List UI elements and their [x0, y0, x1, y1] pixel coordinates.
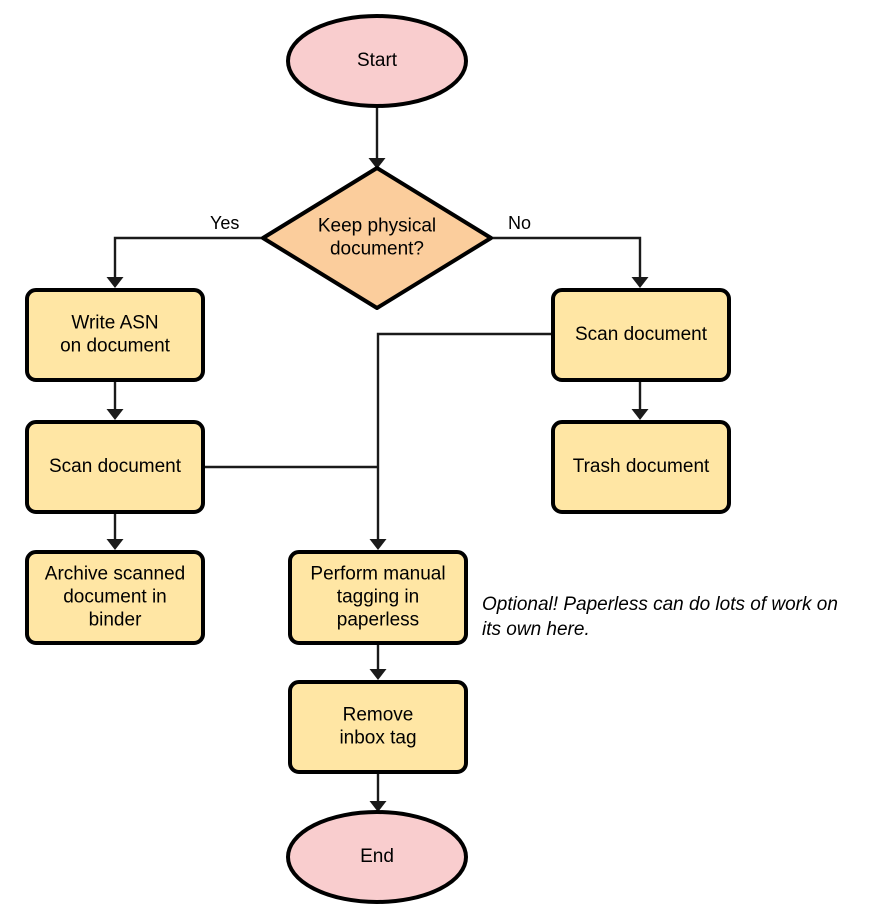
- edge-label-yes-label: Yes: [210, 213, 239, 233]
- node-label-scan-left: Scan document: [49, 456, 182, 477]
- decision-shape: [261, 166, 493, 310]
- arrowhead-icon: [369, 801, 387, 812]
- edge-decision-no-to-scan-right: [491, 236, 649, 288]
- edge-start-to-decision: [368, 107, 386, 169]
- edge-path: [376, 332, 553, 540]
- process-shape: [551, 420, 731, 514]
- arrowhead-icon: [369, 669, 387, 680]
- node-trash-document[interactable]: Trash document: [551, 420, 731, 514]
- edge-scan-right-to-trash: [631, 380, 649, 420]
- edge-manual-tagging-to-remove-inbox-tag: [369, 643, 387, 680]
- arrowhead-icon: [369, 539, 387, 550]
- terminator-shape: [286, 14, 468, 108]
- arrowhead-icon: [106, 539, 124, 550]
- edge-path: [113, 236, 263, 278]
- node-label-trash-document: Trash document: [573, 456, 710, 477]
- annotation-optional-note: Optional! Paperless can do lots of work …: [482, 594, 838, 640]
- arrowhead-icon: [368, 158, 386, 169]
- process-shape: [25, 288, 205, 382]
- process-shape: [288, 550, 468, 645]
- node-scan-right[interactable]: Scan document: [551, 288, 731, 382]
- node-scan-left[interactable]: Scan document: [25, 420, 205, 514]
- process-shape: [25, 550, 205, 645]
- node-label-end: End: [360, 846, 394, 867]
- arrowhead-icon: [631, 409, 649, 420]
- arrowhead-icon: [631, 277, 649, 288]
- node-end[interactable]: End: [286, 810, 468, 904]
- node-start[interactable]: Start: [286, 14, 468, 108]
- node-label-scan-right: Scan document: [575, 324, 708, 345]
- edge-path: [491, 236, 642, 278]
- edge-label-no-label: No: [508, 213, 531, 233]
- edge-write-asn-to-scan-left: [106, 380, 124, 420]
- arrowhead-icon: [106, 277, 124, 288]
- node-label-start: Start: [357, 50, 398, 71]
- notes-layer: Optional! Paperless can do lots of work …: [482, 594, 838, 640]
- process-shape: [288, 680, 468, 774]
- edge-scan-left-to-archive: [106, 512, 124, 550]
- edges-layer: [106, 107, 649, 812]
- process-shape: [551, 288, 731, 382]
- edge-labels-layer: Yes No: [210, 213, 531, 233]
- edge-decision-yes-to-write-asn: [106, 236, 263, 288]
- process-shape: [25, 420, 205, 514]
- arrowhead-icon: [106, 409, 124, 420]
- edge-scan-right-to-manual-tagging: [369, 332, 553, 550]
- edge-remove-inbox-tag-to-end: [369, 772, 387, 812]
- terminator-shape: [286, 810, 468, 904]
